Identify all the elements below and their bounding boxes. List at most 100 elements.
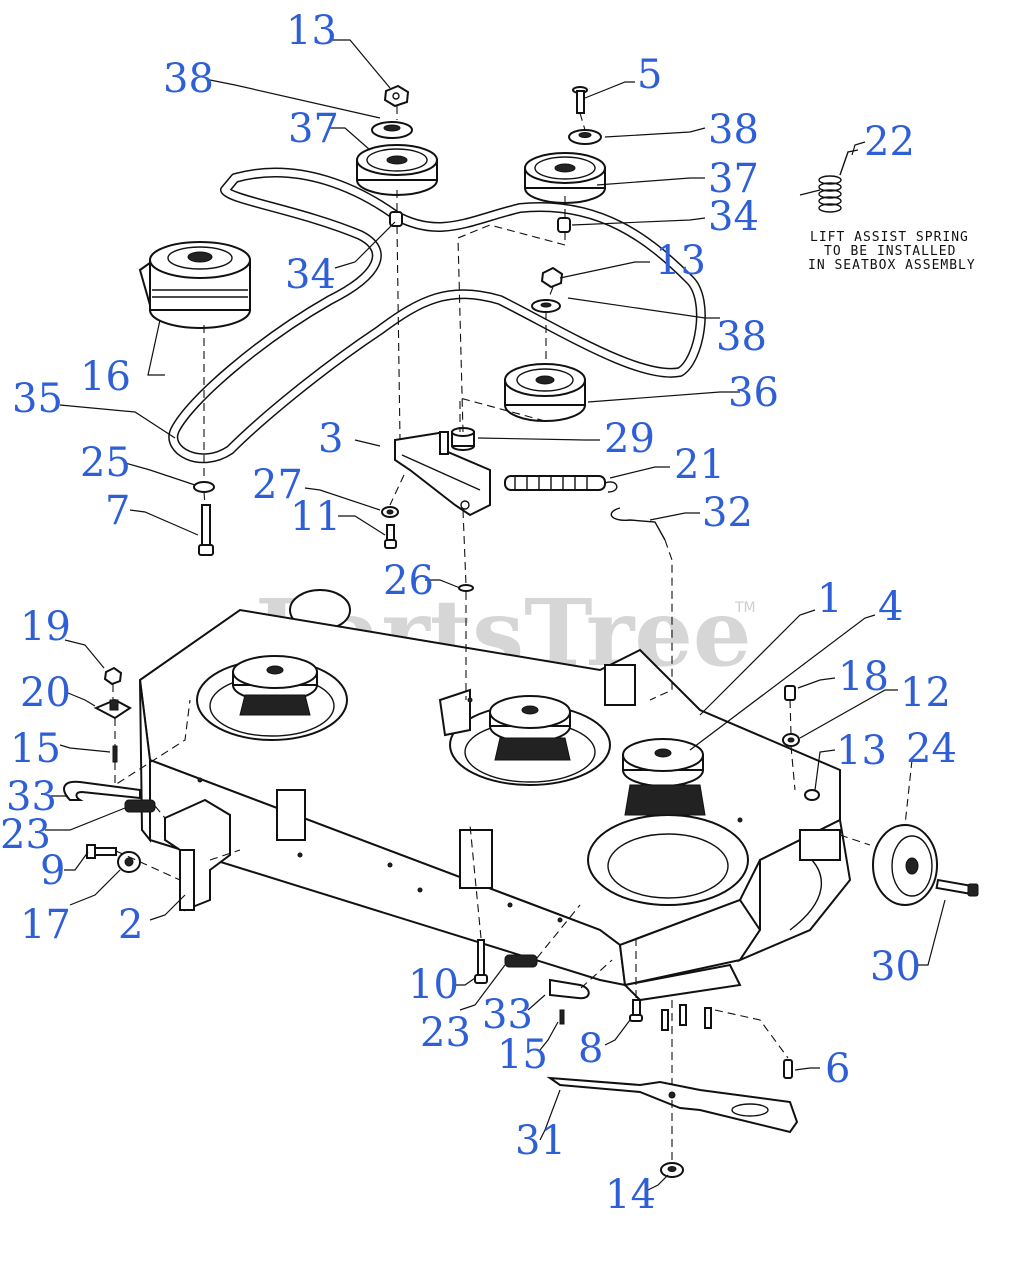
callout-23-left: 23 xyxy=(0,812,51,858)
callout-33-bottom: 33 xyxy=(482,992,533,1038)
idler-pulley-37-left xyxy=(356,144,438,196)
washer-38-mid xyxy=(531,299,561,313)
callout-11: 11 xyxy=(290,494,341,540)
nut-19 xyxy=(103,666,123,686)
spindle-assembly-4 xyxy=(622,738,706,816)
blade-31 xyxy=(546,1076,799,1134)
callout-38-top-right: 38 xyxy=(708,107,759,153)
pin-15-left xyxy=(112,745,118,763)
spring-rod-32 xyxy=(610,507,666,541)
flange-17 xyxy=(117,851,141,873)
idler-pulley-37-right xyxy=(524,152,606,204)
callout-20: 20 xyxy=(20,670,71,716)
callout-26: 26 xyxy=(383,558,434,604)
callout-7: 7 xyxy=(105,488,130,534)
nut-plate-20 xyxy=(93,698,132,720)
bolt-5 xyxy=(572,86,588,114)
washer-25 xyxy=(193,481,215,493)
callout-38-mid: 38 xyxy=(716,314,767,360)
callout-34-right: 34 xyxy=(708,194,759,240)
callout-27: 27 xyxy=(252,462,303,508)
shoulder-bolt-30 xyxy=(935,878,979,897)
bracket-2 xyxy=(164,798,231,912)
spring-23-left xyxy=(124,799,156,813)
callout-13-mid: 13 xyxy=(655,238,706,284)
callout-21: 21 xyxy=(674,442,725,488)
note-line-3: IN SEATBOX ASSEMBLY xyxy=(808,258,976,273)
nut-13-mid xyxy=(540,266,564,289)
spindle-left xyxy=(232,655,318,716)
callout-15-left: 15 xyxy=(10,726,61,772)
callout-9: 9 xyxy=(40,848,65,894)
callout-1: 1 xyxy=(817,576,842,622)
anti-scalp-wheel-24 xyxy=(872,824,938,906)
spindle-center xyxy=(489,695,571,761)
callout-34-left: 34 xyxy=(285,252,336,298)
bolt-8 xyxy=(629,999,643,1022)
nut-12 xyxy=(782,733,800,747)
blade-nut-14 xyxy=(660,1162,684,1178)
idler-arm-3 xyxy=(394,430,491,517)
callout-29: 29 xyxy=(604,416,655,462)
lift-assist-spring-22 xyxy=(799,149,859,213)
washer-38-top-left xyxy=(371,121,413,139)
washer-13-right xyxy=(804,789,820,801)
electric-clutch-16 xyxy=(138,241,251,329)
callout-18: 18 xyxy=(838,654,889,700)
callout-30: 30 xyxy=(870,944,921,990)
callout-32: 32 xyxy=(702,490,753,536)
bolt-9 xyxy=(86,844,117,859)
bolt-18 xyxy=(784,685,796,701)
washer-26 xyxy=(458,584,474,592)
extension-spring-21 xyxy=(504,475,618,493)
assembly-lines xyxy=(112,106,913,1160)
bolt-11 xyxy=(384,524,397,549)
callout-38-top-left: 38 xyxy=(163,56,214,102)
callout-2: 2 xyxy=(118,902,143,948)
callout-16: 16 xyxy=(80,354,131,400)
callout-31: 31 xyxy=(515,1118,566,1164)
nut-27 xyxy=(381,506,399,518)
callout-35: 35 xyxy=(12,376,63,422)
callout-15-bottom: 15 xyxy=(497,1032,548,1078)
spring-23-bottom xyxy=(504,954,538,968)
callout-14: 14 xyxy=(605,1172,656,1218)
callout-8: 8 xyxy=(578,1026,603,1072)
bolt-7 xyxy=(198,504,214,556)
callout-33-left: 33 xyxy=(6,774,57,820)
callout-3: 3 xyxy=(318,416,343,462)
callout-25: 25 xyxy=(80,440,131,486)
note-line-1: LIFT ASSIST SPRING xyxy=(810,230,969,245)
callout-22: 22 xyxy=(864,119,915,165)
callout-13-top: 13 xyxy=(286,8,337,54)
leader-lines xyxy=(45,39,946,1191)
flat-idler-pulley-36 xyxy=(504,363,586,422)
rod-33-bottom xyxy=(549,978,590,1000)
bolt-10 xyxy=(474,939,488,984)
callout-19: 19 xyxy=(20,604,71,650)
callout-5: 5 xyxy=(637,52,662,98)
callout-17: 17 xyxy=(20,902,71,948)
callout-13-right: 13 xyxy=(836,728,887,774)
bolt-6 xyxy=(783,1059,793,1079)
nut-13-top xyxy=(383,84,410,108)
callout-23-bottom: 23 xyxy=(420,1010,471,1056)
callout-10: 10 xyxy=(408,962,459,1008)
callout-12: 12 xyxy=(900,670,951,716)
washer-38-top-right xyxy=(568,129,602,145)
watermark-trademark: TM xyxy=(734,600,756,616)
callout-4: 4 xyxy=(878,584,903,630)
callouts: 13 38 37 5 38 37 22 34 34 13 38 16 3 6 35… xyxy=(0,8,957,1218)
spacer-34-right xyxy=(557,217,571,233)
callout-37-left: 37 xyxy=(288,106,339,152)
belt-35 xyxy=(168,167,706,464)
callout-37-right: 37 xyxy=(708,156,759,202)
pin-15-bottom xyxy=(559,1009,565,1025)
callout-24: 24 xyxy=(906,726,957,772)
blade-bolts xyxy=(661,1004,712,1031)
callout-6: 6 xyxy=(825,1046,850,1092)
note-line-2: TO BE INSTALLED xyxy=(824,244,956,259)
spacer-34-left xyxy=(389,211,403,227)
rod-33-left xyxy=(63,780,141,801)
